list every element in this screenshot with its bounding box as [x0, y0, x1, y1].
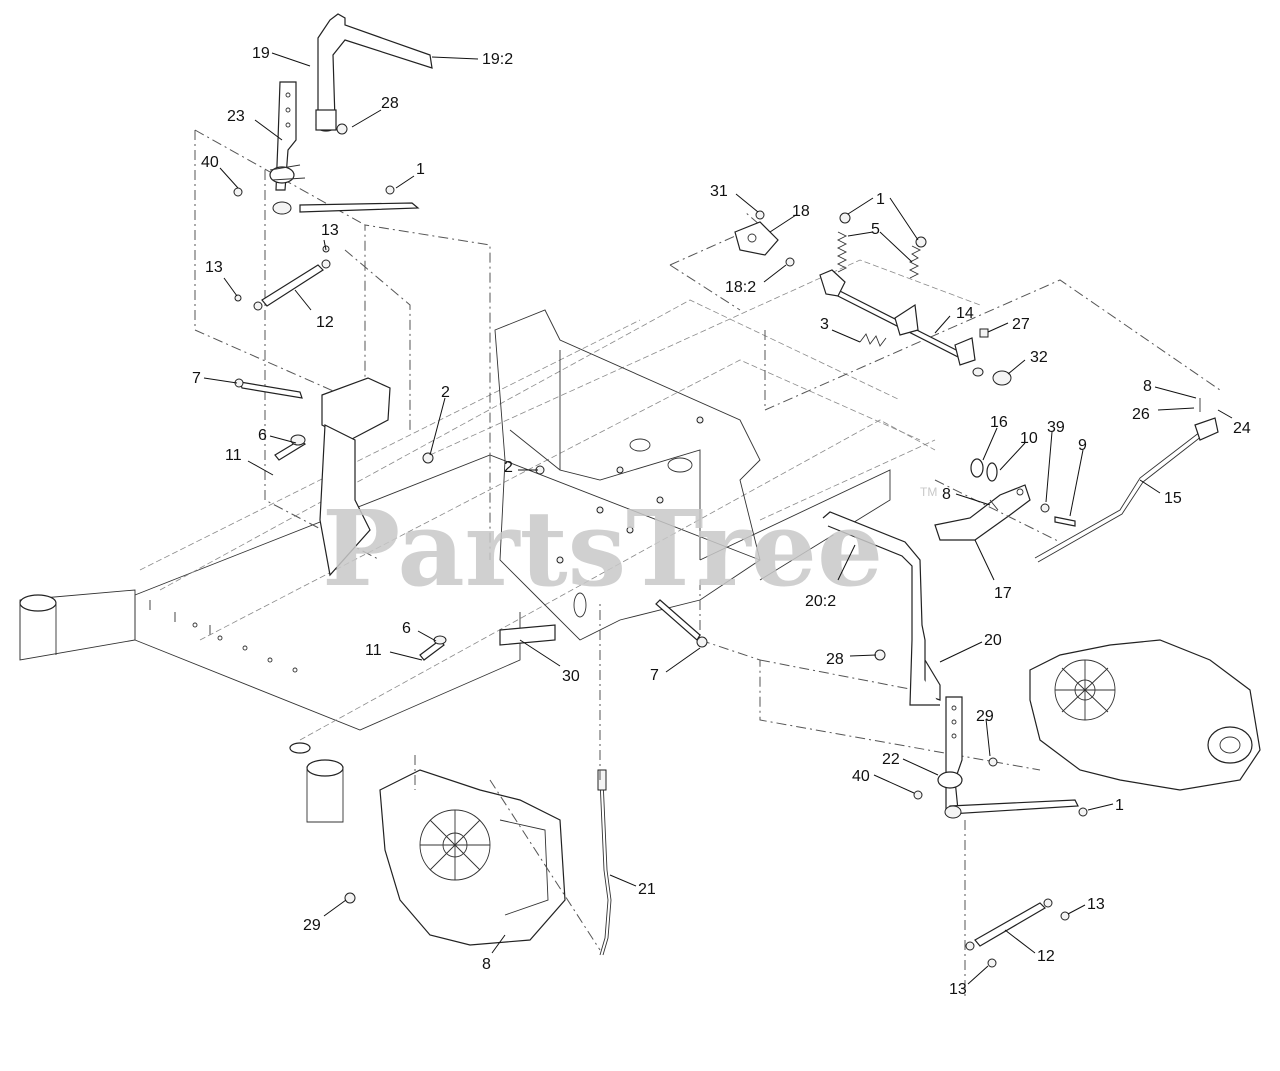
left-control-assembly [194, 13, 491, 577]
callout-15: 15 [1164, 490, 1182, 507]
center-parts [419, 599, 708, 956]
watermark: PartsTree TM [322, 485, 937, 610]
callout-5: 5 [871, 221, 880, 238]
right-linkage [934, 398, 1219, 563]
callout-17: 17 [994, 585, 1012, 602]
callout-9: 9 [1078, 437, 1087, 454]
callout-26: 26 [1132, 406, 1150, 423]
leader-lines [203, 52, 1233, 985]
callout-27: 27 [1012, 316, 1030, 333]
trademark-mark: TM [920, 485, 937, 499]
callout-labels: 19 19:2 28 23 40 1 13 13 12 7 2 6 11 2 3… [192, 45, 1251, 998]
watermark-text: PartsTree [322, 487, 883, 610]
callout-11: 11 [225, 447, 242, 464]
callout-40: 40 [852, 768, 870, 785]
callout-23: 23 [227, 108, 245, 125]
callout-32: 32 [1030, 349, 1048, 366]
callout-21: 21 [638, 881, 656, 898]
callout-6: 6 [258, 427, 267, 444]
callout-12: 12 [1037, 948, 1055, 965]
callout-13: 13 [205, 259, 223, 276]
callout-22: 22 [882, 751, 900, 768]
callout-14: 14 [956, 305, 974, 322]
callout-19-2: 19:2 [482, 51, 513, 68]
callout-10: 10 [1020, 430, 1038, 447]
callout-6: 6 [402, 620, 411, 637]
brake-assembly [669, 210, 1221, 411]
callout-11: 11 [365, 642, 382, 659]
callout-13: 13 [1087, 896, 1105, 913]
callout-19: 19 [252, 45, 270, 62]
callout-40: 40 [201, 154, 219, 171]
callout-3: 3 [820, 316, 829, 333]
callout-28: 28 [381, 95, 399, 112]
callout-13: 13 [949, 981, 967, 998]
callout-31: 31 [710, 183, 728, 200]
callout-7: 7 [192, 370, 201, 387]
callout-12: 12 [316, 314, 334, 331]
callout-18: 18 [792, 203, 810, 220]
callout-7: 7 [650, 667, 659, 684]
callout-2: 2 [504, 459, 513, 476]
callout-20: 20 [984, 632, 1002, 649]
right-control-assembly [699, 511, 1088, 1000]
callout-1: 1 [416, 161, 425, 178]
callout-16: 16 [990, 414, 1008, 431]
callout-39: 39 [1047, 419, 1065, 436]
left-transaxle [344, 755, 601, 951]
callout-1: 1 [1115, 797, 1124, 814]
callout-8: 8 [1143, 378, 1152, 395]
callout-1: 1 [876, 191, 885, 208]
right-transaxle [1029, 639, 1261, 791]
callout-29: 29 [303, 917, 321, 934]
callout-2: 2 [441, 384, 450, 401]
callout-18-2: 18:2 [725, 279, 756, 296]
callout-28: 28 [826, 651, 844, 668]
callout-29: 29 [976, 708, 994, 725]
callout-13: 13 [321, 222, 339, 239]
callout-8: 8 [942, 486, 951, 503]
callout-30: 30 [562, 668, 580, 685]
callout-24: 24 [1233, 420, 1251, 437]
callout-8: 8 [482, 956, 491, 973]
callout-20-2: 20:2 [805, 593, 836, 610]
